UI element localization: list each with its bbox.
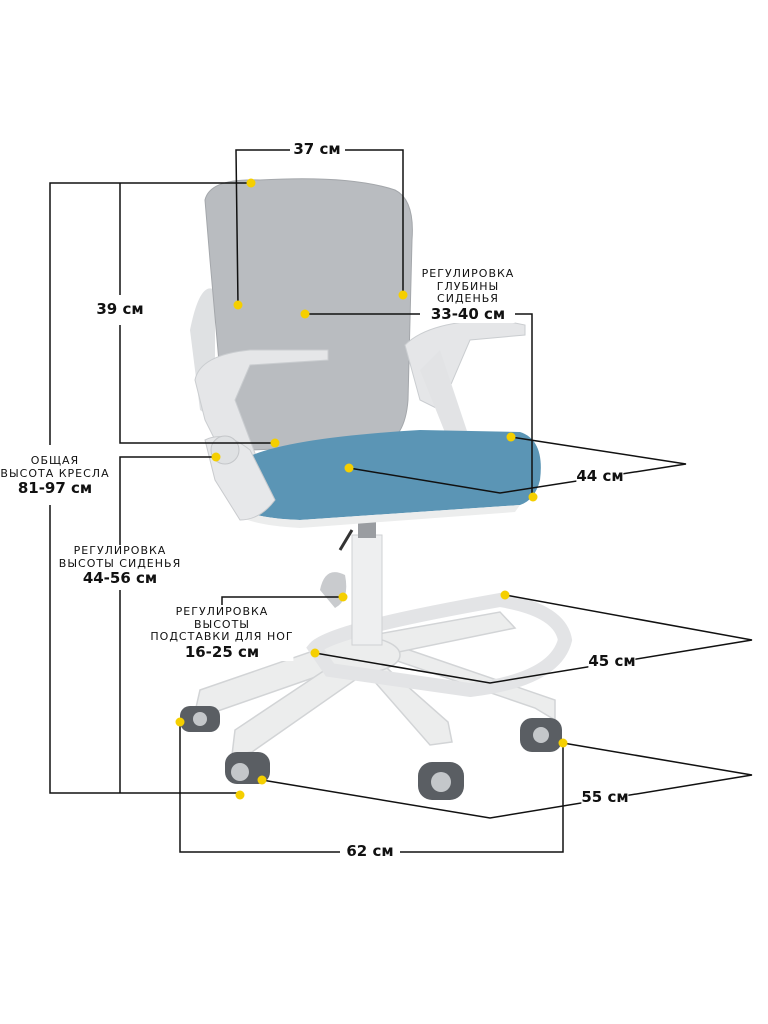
seat-depth-title-2: ГЛУБИНЫ <box>436 279 500 293</box>
measurement-markers <box>175 178 568 800</box>
footrest-height-value: 16-25 см <box>184 642 260 661</box>
seat-width-label: 44 см <box>576 467 624 486</box>
base-width-label: 62 см <box>346 842 394 861</box>
total-height-title-2: ВЫСОТА КРЕСЛА <box>0 466 110 480</box>
back-height-label: 39 см <box>96 300 144 319</box>
seat-height-annotation: РЕГУЛИРОВКА ВЫСОТЫ СИДЕНЬЯ 44-56 см <box>58 544 182 588</box>
footrest-width-label: 45 см <box>588 652 636 671</box>
footrest-title-3: ПОДСТАВКИ ДЛЯ НОГ <box>150 630 294 644</box>
seat-depth-title-3: СИДЕНЬЯ <box>437 292 499 306</box>
total-height-annotation: ОБЩАЯ ВЫСОТА КРЕСЛА 81-97 см <box>0 454 110 498</box>
total-height-title-1: ОБЩАЯ <box>30 454 80 467</box>
seat-height-title-1: РЕГУЛИРОВКА <box>73 544 167 557</box>
footrest-title-1: РЕГУЛИРОВКА <box>175 605 269 618</box>
base-depth-label: 55 см <box>581 788 629 807</box>
seat-depth-title-1: РЕГУЛИРОВКА <box>421 267 515 280</box>
seat-height-value: 44-56 см <box>82 569 158 588</box>
back-width-label: 37 см <box>293 140 341 159</box>
seat-depth-annotation: РЕГУЛИРОВКА ГЛУБИНЫ СИДЕНЬЯ 33-40 см <box>421 267 515 324</box>
seat-height-title-2: ВЫСОТЫ СИДЕНЬЯ <box>58 556 182 570</box>
seat-depth-value: 33-40 см <box>430 304 506 323</box>
footrest-title-2: ВЫСОТЫ <box>193 617 250 631</box>
footrest-height-annotation: РЕГУЛИРОВКА ВЫСОТЫ ПОДСТАВКИ ДЛЯ НОГ 16-… <box>150 605 294 662</box>
total-height-value: 81-97 см <box>17 479 93 498</box>
